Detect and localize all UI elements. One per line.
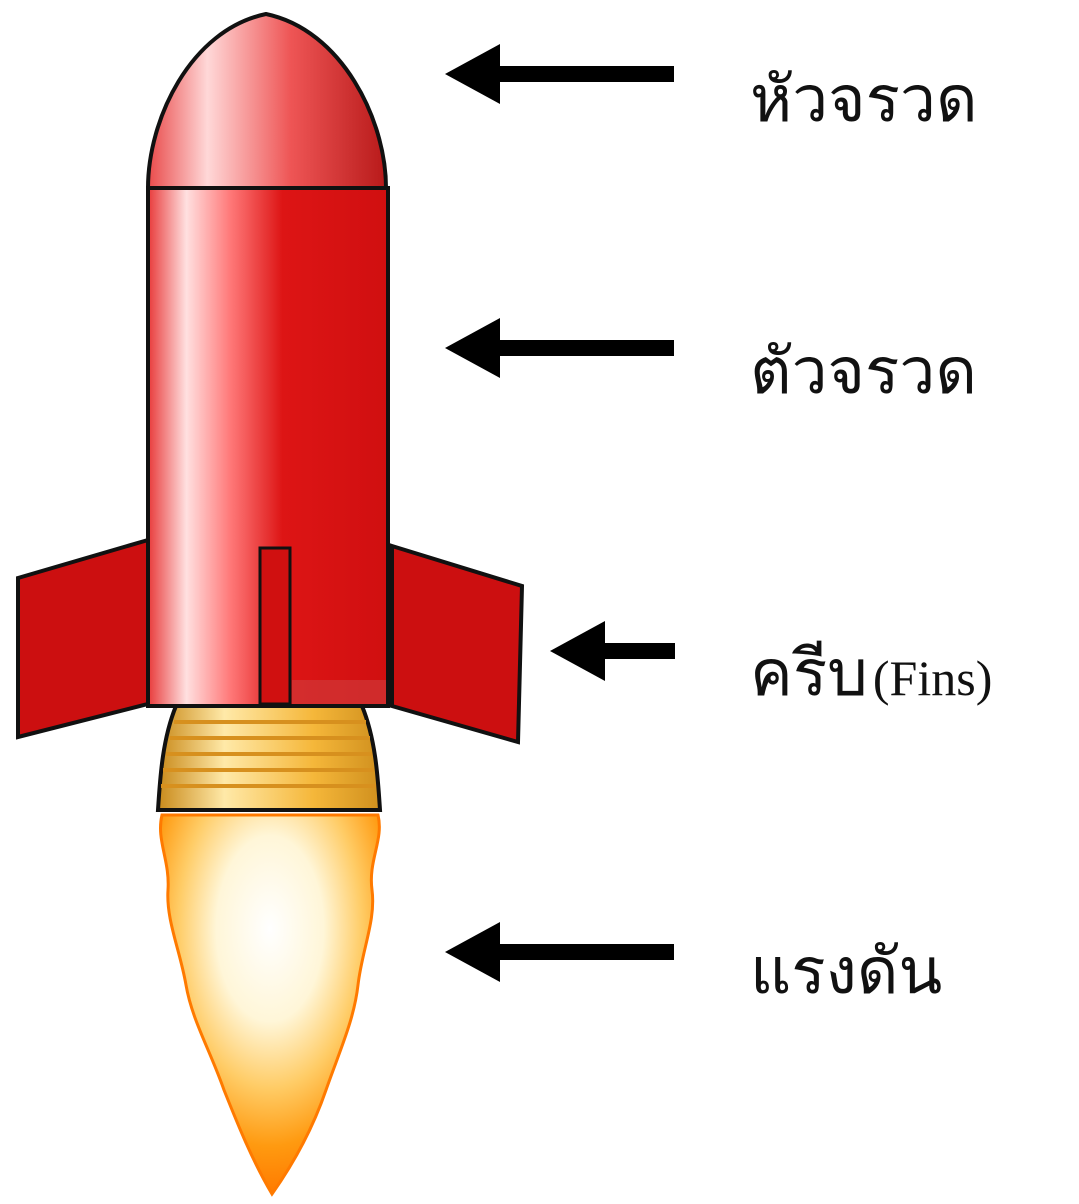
arrow-left-icon-thrust: [445, 922, 674, 982]
arrow-left-icon-fins: [550, 621, 675, 681]
label-thrust: แรงดัน: [750, 935, 943, 1009]
rocket-nose-cone: [145, 11, 389, 190]
body-shade-panel: [292, 680, 386, 704]
arrow-left-icon-nose: [445, 44, 674, 104]
label-rocket-body: ตัวจรวด: [750, 335, 977, 409]
arrow-left-icon-body: [445, 318, 674, 378]
label-nose-cone: หัวจรวด: [750, 63, 978, 137]
body-fin-tab: [258, 546, 292, 706]
rocket-flame: [159, 813, 381, 1197]
nozzle-stripes: [161, 720, 376, 788]
left-fin: [16, 537, 150, 740]
label-fins-thai: ครีบ: [750, 637, 868, 711]
label-fins: ครีบ (Fins): [750, 642, 992, 706]
right-fin: [390, 543, 525, 745]
label-fins-english: (Fins): [872, 650, 993, 706]
